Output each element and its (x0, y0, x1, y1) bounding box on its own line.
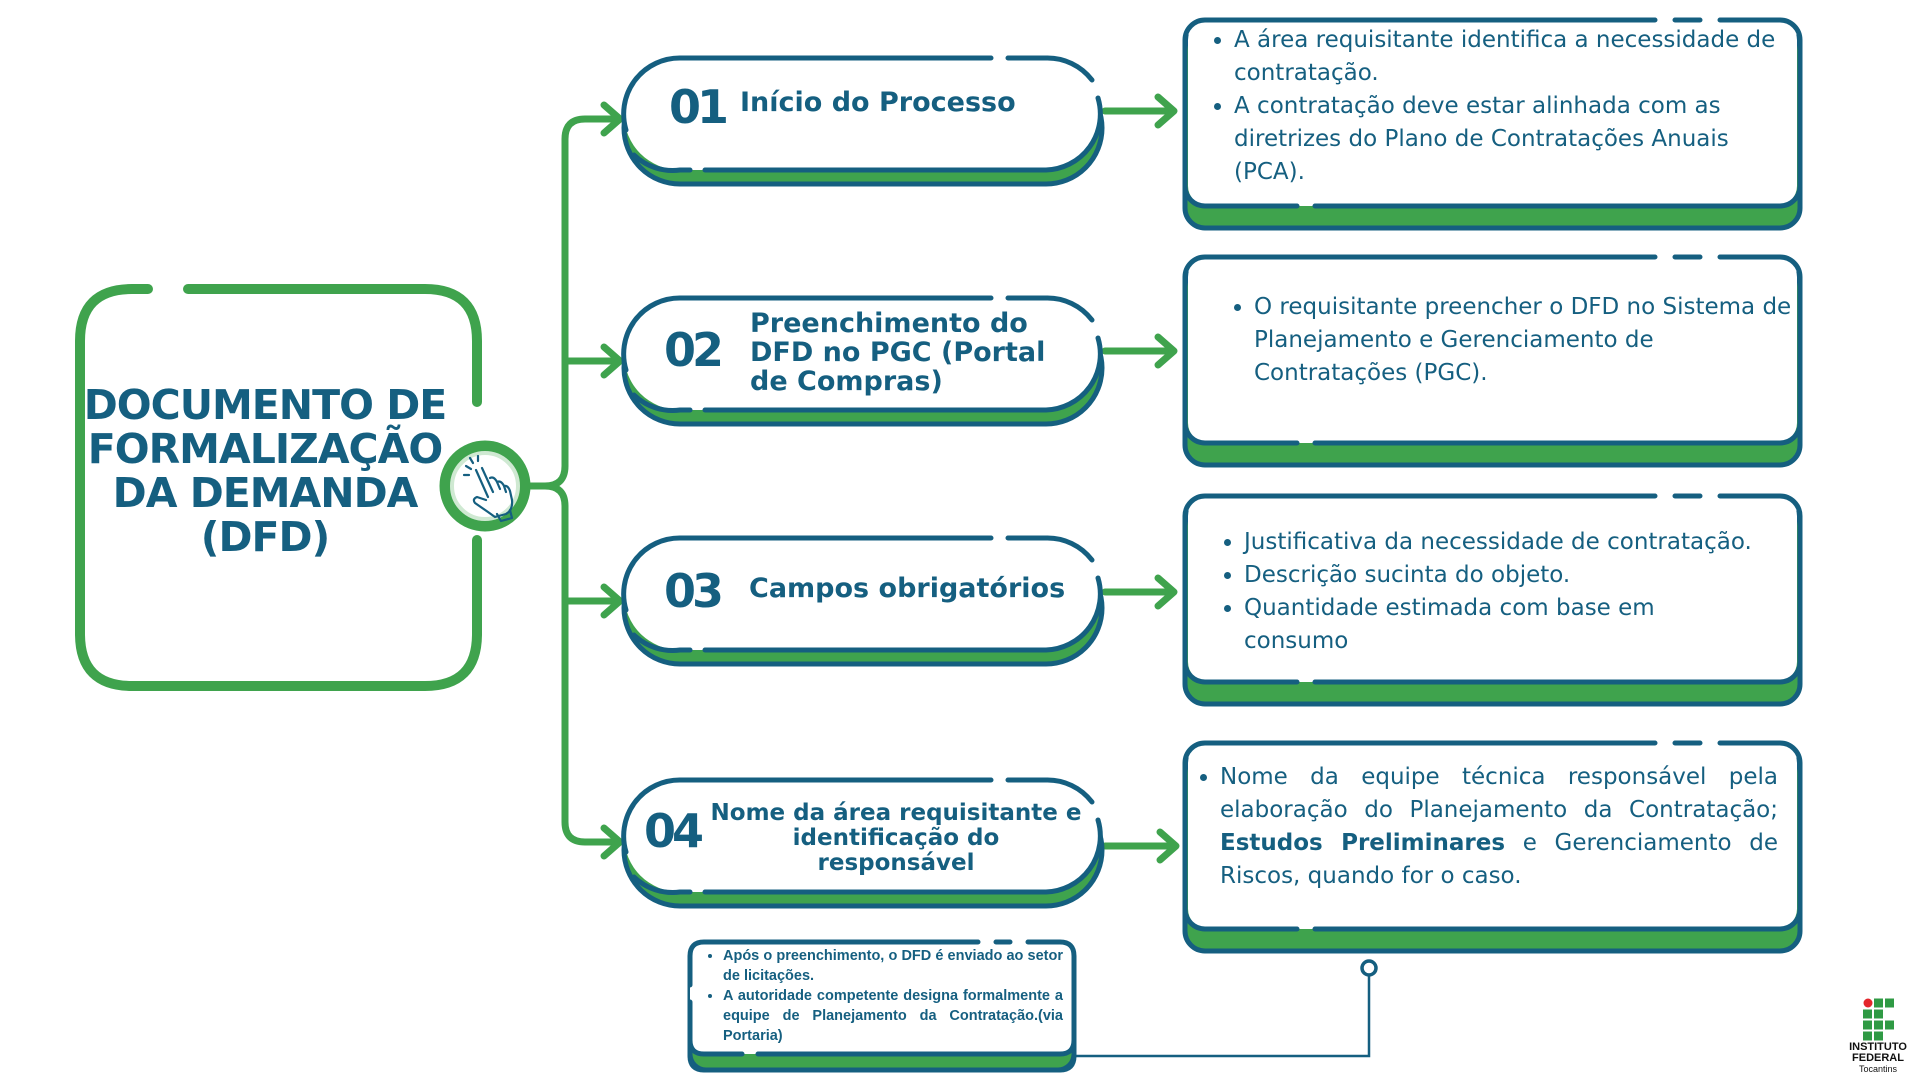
connector-trunk (523, 115, 624, 490)
note-text: Após o preenchimento, o DFD é enviado ao… (705, 946, 1063, 1046)
box-face (1188, 257, 1797, 443)
step-01-label[interactable]: Início do Processo (740, 87, 1016, 119)
arrow-02-head (1154, 333, 1178, 369)
hand-pointer-click-icon (462, 454, 514, 523)
step-03-number: 03 (664, 564, 724, 618)
detail-item: Quantidade estimada com base em consumo (1244, 592, 1694, 658)
box-face (1188, 20, 1797, 206)
detail-item: Nome da equipe técnica responsável pela … (1220, 761, 1778, 893)
box-outline (1182, 740, 1803, 932)
detail-text: Nome da equipe técnica responsável pela … (1220, 764, 1778, 823)
pill-face (624, 298, 1102, 410)
pill-outline (621, 777, 1103, 895)
box-outline (1182, 254, 1803, 446)
detail-item: Justificativa da necessidade de contrata… (1244, 526, 1812, 559)
detail-box-frame-2 (1182, 254, 1803, 468)
detail-box-02: O requisitante preencher o DFD no Sistem… (1232, 291, 1792, 390)
detail-item: O requisitante preencher o DFD no Sistem… (1254, 291, 1792, 390)
pill-face (624, 780, 1102, 892)
step-03-label[interactable]: Campos obrigatórios (749, 573, 1065, 605)
detail-box-01: A área requisitante identifica a necessi… (1212, 24, 1792, 189)
detail-item: Descrição sucinta do objeto. (1244, 559, 1812, 592)
if-logo-mark (1863, 998, 1894, 1041)
logo-text: FEDERAL (1852, 1052, 1904, 1064)
arrow-04-head (1156, 828, 1180, 864)
detail-box-03: Justificativa da necessidade de contrata… (1222, 526, 1812, 658)
step-01-number: 01 (669, 80, 729, 134)
step-label-line: Início do Processo (740, 87, 1016, 118)
box-outline (1182, 17, 1803, 209)
step-label-line: responsável (817, 850, 975, 876)
step-label-line: de Compras) (750, 366, 943, 397)
connector-node (1360, 959, 1378, 977)
detail-item: A área requisitante identifica a necessi… (1234, 24, 1792, 90)
pill-outline (621, 55, 1103, 173)
box-face (1188, 496, 1797, 682)
pill-face (624, 58, 1102, 170)
step-02-number: 02 (664, 323, 724, 377)
step-label-line: Preenchimento do (750, 308, 1028, 339)
step-04-number: 04 (644, 804, 704, 858)
logo-text: Tocantins (1858, 1064, 1898, 1074)
pill-outline (621, 535, 1103, 653)
step-pill-2[interactable] (621, 295, 1105, 427)
detail-item: A contratação deve estar alinhada com as… (1234, 90, 1792, 189)
arrowhead-04 (600, 824, 624, 860)
arrowhead-01 (600, 101, 624, 137)
step-04-label[interactable]: Nome da área requisitante e identificaçã… (706, 801, 1086, 876)
main-title: DOCUMENTO DE FORMALIZAÇÃO DA DEMANDA (DF… (80, 383, 450, 559)
pill-outline (621, 295, 1103, 413)
main-title-line: FORMALIZAÇÃO (87, 425, 443, 473)
step-pill-3[interactable] (621, 535, 1105, 667)
note-box (687, 939, 1077, 1073)
detail-box-frame-4 (1182, 740, 1803, 954)
note-item: Após o preenchimento, o DFD é enviado ao… (723, 946, 1063, 986)
main-title-line: (DFD) (200, 513, 331, 561)
step-label-line: Campos obrigatórios (749, 573, 1066, 604)
box-face (1188, 743, 1797, 929)
main-title-line: DOCUMENTO DE (83, 381, 448, 429)
detail-text: e Gerenciamento de Riscos, quando for o … (1220, 830, 1778, 889)
note-item: A autoridade competente designa formalme… (723, 986, 1063, 1046)
detail-box-frame-3 (1182, 493, 1803, 707)
main-title-line: DA DEMANDA (112, 469, 419, 517)
arrowhead-02 (600, 343, 624, 379)
institution-logo: INSTITUTO FEDERAL Tocantins (1840, 996, 1916, 1075)
detail-box-04: Nome da equipe técnica responsável pela … (1198, 761, 1778, 893)
step-pill-4[interactable] (621, 777, 1105, 909)
hand-circle-inner-ring (450, 451, 520, 521)
step-pill-1[interactable] (621, 55, 1105, 187)
step-label-line: identificação do (792, 825, 1000, 851)
hand-circle-glow (439, 440, 531, 532)
step-02-label[interactable]: Preenchimento do DFD no PGC (Portal de C… (750, 309, 1045, 396)
step-label-line: Nome da área requisitante e (710, 800, 1082, 826)
main-box-outline-top (183, 284, 482, 407)
box-outline (1182, 493, 1803, 685)
detail-box-frame-1 (1182, 17, 1803, 231)
connector-trunk-lower (541, 482, 624, 846)
arrowhead-03 (600, 583, 624, 619)
step-label-line: DFD no PGC (Portal (750, 337, 1046, 368)
main-box-outline (75, 284, 482, 691)
note-connector (1076, 975, 1371, 1058)
logo-text: INSTITUTO (1849, 1041, 1907, 1053)
arrow-03-head (1154, 574, 1178, 610)
pill-face (624, 538, 1102, 650)
arrow-01-head (1154, 93, 1178, 129)
detail-bold-text: Estudos Preliminares (1220, 830, 1506, 856)
